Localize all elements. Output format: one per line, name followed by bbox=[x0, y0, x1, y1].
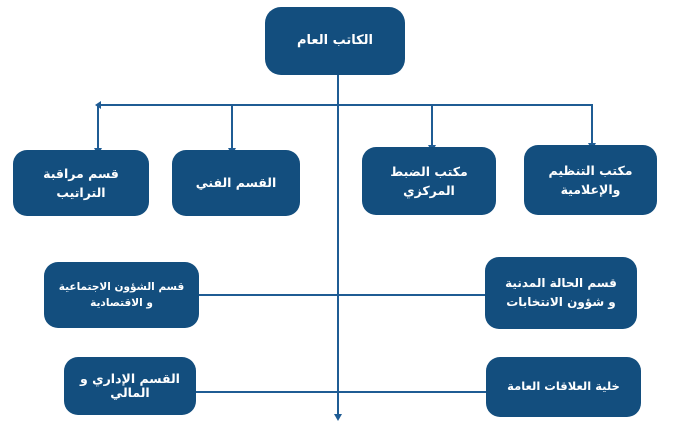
connector-horizontal-bus bbox=[97, 104, 593, 106]
node-label: الكاتب العام bbox=[296, 32, 374, 48]
connector-row4-link bbox=[192, 391, 489, 393]
node-label: القسم الإداري و المالي bbox=[80, 371, 180, 400]
node-technical-department[interactable]: القسم الفني bbox=[172, 150, 300, 216]
node-root-secretary-general[interactable]: الكاتب العام bbox=[265, 7, 405, 75]
node-social-economic-affairs-department[interactable]: قسم الشؤون الاجتماعية و الاقتصادية bbox=[44, 262, 199, 328]
arrow-down-icon-center bbox=[333, 414, 342, 421]
connector-drop-3 bbox=[431, 105, 433, 148]
connector-center-trunk bbox=[337, 104, 339, 418]
node-civil-status-elections-department[interactable]: قسم الحالة المدنية و شؤون الانتخابات bbox=[485, 257, 637, 329]
node-label: القسم الفني bbox=[195, 175, 277, 191]
node-label: خلية العلاقات العامة bbox=[507, 379, 620, 394]
connector-drop-4 bbox=[591, 105, 593, 146]
node-central-registry-office[interactable]: مكتب الضبط المركزي bbox=[362, 147, 496, 215]
connector-row3-link bbox=[196, 294, 488, 296]
connector-root-trunk bbox=[337, 75, 339, 106]
node-label: مكتب الضبط المركزي bbox=[390, 163, 468, 198]
node-label: قسم الشؤون الاجتماعية و الاقتصادية bbox=[58, 280, 185, 309]
node-label: مكتب التنظيم والإعلامية bbox=[548, 162, 633, 197]
node-label: قسم الحالة المدنية و شؤون الانتخابات bbox=[505, 276, 617, 309]
node-organization-informatics-office[interactable]: مكتب التنظيم والإعلامية bbox=[524, 145, 657, 215]
connector-drop-1 bbox=[97, 105, 99, 151]
arrow-left-icon bbox=[95, 100, 101, 109]
node-department-regulations-control[interactable]: قسم مراقبة التراتيب bbox=[13, 150, 149, 216]
connector-drop-2 bbox=[231, 105, 233, 151]
node-public-relations-unit[interactable]: خلية العلاقات العامة bbox=[486, 357, 641, 417]
node-administrative-financial-department[interactable]: القسم الإداري و المالي bbox=[64, 357, 196, 415]
node-label: قسم مراقبة التراتيب bbox=[43, 165, 119, 200]
